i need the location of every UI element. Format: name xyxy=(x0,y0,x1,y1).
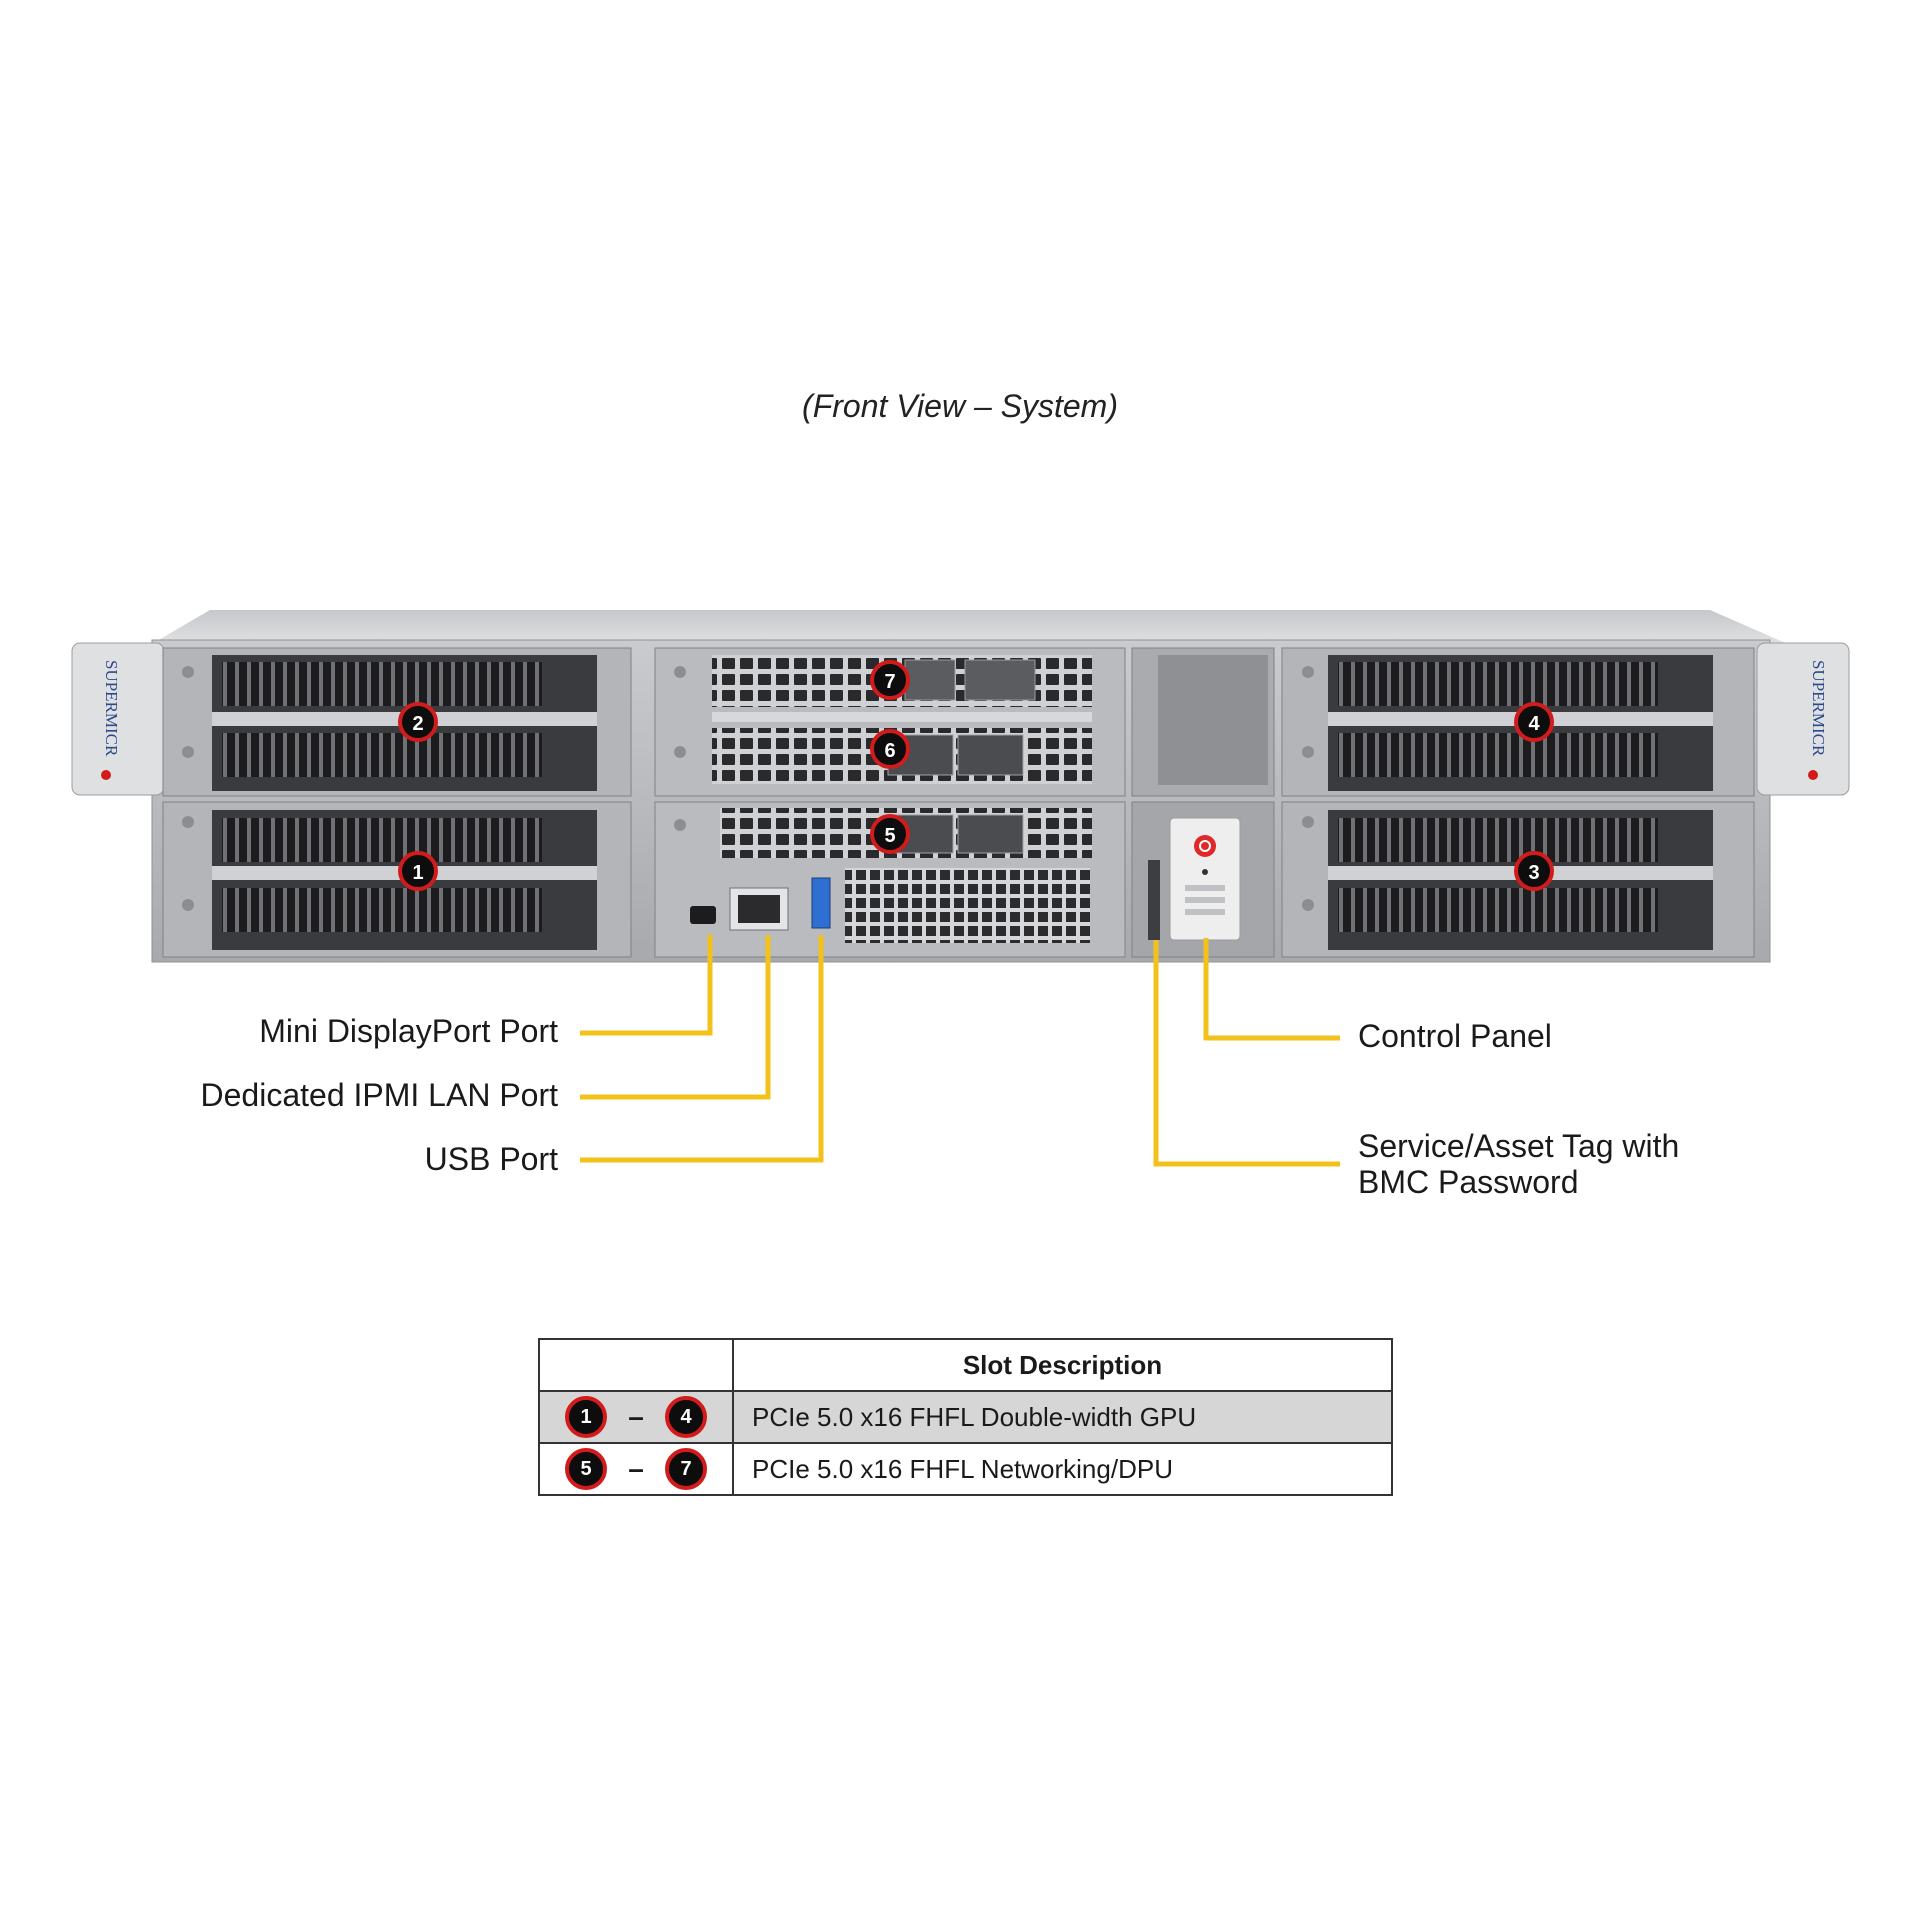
slot-range-cell: 1–4 xyxy=(538,1390,734,1444)
network-bay-5-io xyxy=(654,801,1126,958)
gpu-bay-1 xyxy=(162,801,632,958)
label-service-tag-line2: BMC Password xyxy=(1358,1164,1579,1200)
svg-text:5: 5 xyxy=(884,825,895,847)
table-row: 5–7 PCIe 5.0 x16 FHFL Networking/DPU xyxy=(538,1442,1393,1496)
table-header-empty xyxy=(538,1338,734,1392)
svg-text:3: 3 xyxy=(1528,862,1539,884)
label-service-tag-line1: Service/Asset Tag with xyxy=(1358,1128,1680,1164)
slot-badge-3: 3 xyxy=(1514,851,1554,891)
label-ipmi-lan: Dedicated IPMI LAN Port xyxy=(200,1077,558,1113)
label-control-panel: Control Panel xyxy=(1358,1018,1552,1054)
slot-badge-to: 7 xyxy=(665,1448,707,1490)
slot-badge-6: 6 xyxy=(870,729,910,769)
slot-badge-from: 5 xyxy=(565,1448,607,1490)
slot-badge-1: 1 xyxy=(398,851,438,891)
chassis-top xyxy=(150,610,1790,645)
slot-badge-7: 7 xyxy=(870,660,910,700)
slot-description-cell: PCIe 5.0 x16 FHFL Double-width GPU xyxy=(732,1390,1393,1444)
right-rack-ear: SUPERMICR xyxy=(1756,642,1850,796)
left-rack-ear: SUPERMICR xyxy=(71,642,165,796)
power-icon xyxy=(1194,835,1216,857)
slot-badge-4: 4 xyxy=(1514,702,1554,742)
table-header-slot-description: Slot Description xyxy=(732,1338,1393,1392)
svg-text:7: 7 xyxy=(884,671,895,693)
range-dash: – xyxy=(628,1401,644,1432)
table-header-row: Slot Description xyxy=(538,1338,1393,1392)
leader-ipmi-lan xyxy=(580,935,771,1100)
svg-text:2: 2 xyxy=(412,713,423,735)
brand-logo-right: SUPERMICR xyxy=(1809,660,1828,757)
svg-text:1: 1 xyxy=(412,862,423,884)
slot-badge-2: 2 xyxy=(398,702,438,742)
page-title: (Front View – System) xyxy=(802,388,1118,424)
slot-description-table: Slot Description 1–4 PCIe 5.0 x16 FHFL D… xyxy=(538,1338,1393,1496)
leader-usb xyxy=(580,935,824,1163)
range-dash: – xyxy=(628,1453,644,1484)
mini-displayport-port xyxy=(690,906,716,924)
label-mini-displayport: Mini DisplayPort Port xyxy=(259,1013,558,1049)
service-asset-tag xyxy=(1148,860,1160,940)
leader-service-tag xyxy=(1153,940,1340,1167)
gpu-bay-2 xyxy=(162,647,632,797)
svg-text:4: 4 xyxy=(1528,713,1540,735)
service-area xyxy=(1131,647,1275,958)
callout-lines xyxy=(580,935,1340,1167)
table-row: 1–4 PCIe 5.0 x16 FHFL Double-width GPU xyxy=(538,1390,1393,1444)
slot-description-cell: PCIe 5.0 x16 FHFL Networking/DPU xyxy=(732,1442,1393,1496)
leader-control-panel xyxy=(1203,938,1340,1041)
usb-port xyxy=(811,877,831,929)
svg-text:6: 6 xyxy=(884,740,895,762)
slot-range-cell: 5–7 xyxy=(538,1442,734,1496)
slot-badge-to: 4 xyxy=(665,1396,707,1438)
slot-badge-from: 1 xyxy=(565,1396,607,1438)
brand-logo-left: SUPERMICR xyxy=(102,660,121,757)
label-usb: USB Port xyxy=(424,1141,558,1177)
slot-badge-5: 5 xyxy=(870,814,910,854)
leader-mini-displayport xyxy=(580,935,713,1036)
